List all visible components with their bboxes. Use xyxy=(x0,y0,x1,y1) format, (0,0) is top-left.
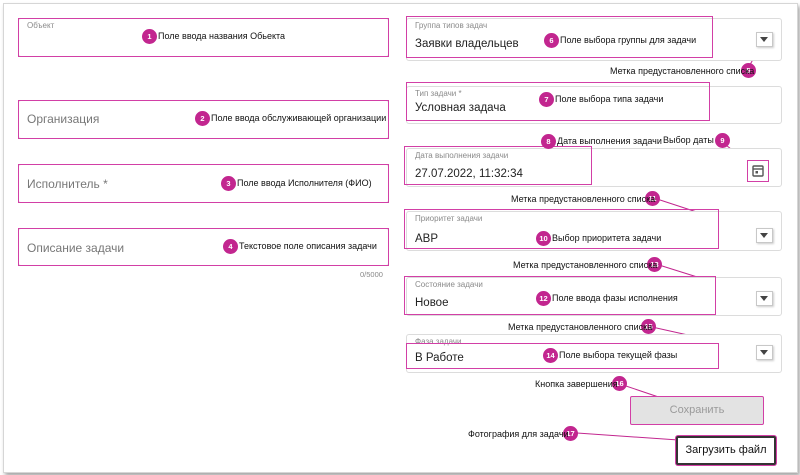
state-select[interactable]: Состояние задачи Новое xyxy=(406,277,782,316)
task-type-highlight xyxy=(406,82,710,121)
annotation-text: Поле выбора текущей фазы xyxy=(559,350,678,360)
annotation-text: Текстовое поле описания задачи xyxy=(239,241,377,251)
annotation-badge: 3 xyxy=(221,176,236,191)
organization-highlight xyxy=(18,100,389,139)
annotation-badge: 15 xyxy=(641,319,656,334)
object-label: Объект xyxy=(27,21,55,30)
due-date-field[interactable]: Дата выполнения задачи 27.07.2022, 11:32… xyxy=(406,148,782,187)
calendar-icon[interactable] xyxy=(747,160,769,182)
annotation-text: Поле выбора типа задачи xyxy=(555,94,664,104)
phase-select[interactable]: Фаза задачи В Работе xyxy=(406,334,782,373)
annotation-text: Метка предустановленного списка xyxy=(513,260,658,270)
phase-value: В Работе xyxy=(415,352,464,364)
executor-placeholder: Исполнитель * xyxy=(27,177,108,191)
task-type-label: Тип задачи * xyxy=(415,89,462,98)
description-placeholder: Описание задачи xyxy=(27,241,125,255)
task-group-select[interactable]: Группа типов задач Заявки владельцев xyxy=(406,18,782,61)
annotation-badge: 11 xyxy=(645,191,660,206)
annotation-text: Поле ввода названия Обьекта xyxy=(158,31,286,41)
task-type-select[interactable]: Тип задачи * Условная задача xyxy=(406,86,782,124)
chevron-down-icon[interactable] xyxy=(756,345,773,360)
task-group-highlight xyxy=(406,16,713,58)
description-highlight xyxy=(18,228,389,266)
chevron-down-icon[interactable] xyxy=(756,32,773,47)
annotation-badge: 13 xyxy=(647,257,662,272)
annotation-badge: 6 xyxy=(544,33,559,48)
object-highlight xyxy=(18,18,389,57)
task-type-value: Условная задача xyxy=(415,102,506,114)
annotation-text: Выбор приоритета задачи xyxy=(552,233,662,243)
due-date-highlight xyxy=(404,146,592,185)
annotation-text: Метка предустановленного списка xyxy=(511,194,656,204)
priority-select[interactable]: Приоритет задачи АВР xyxy=(406,211,782,251)
state-value: Новое xyxy=(415,297,449,309)
annotation-badge: 7 xyxy=(539,92,554,107)
priority-value: АВР xyxy=(415,233,439,245)
annotation-text: Поле ввода обслуживающей организации xyxy=(211,113,387,123)
chevron-down-icon[interactable] xyxy=(756,291,773,306)
priority-label: Приоритет задачи xyxy=(415,214,483,223)
chevron-down-icon[interactable] xyxy=(756,228,773,243)
annotation-badge: 2 xyxy=(195,111,210,126)
annotation-badge: 14 xyxy=(543,348,558,363)
priority-highlight xyxy=(404,209,719,249)
annotation-text: Кнопка завершения xyxy=(535,379,618,389)
annotation-badge: 16 xyxy=(612,376,627,391)
annotation-badge: 1 xyxy=(142,29,157,44)
annotation-text: Поле ввода фазы исполнения xyxy=(552,293,678,303)
annotation-badge: 12 xyxy=(536,291,551,306)
phase-highlight xyxy=(406,343,719,369)
char-counter: 0/5000 xyxy=(360,270,383,279)
annotation-text: Метка предустановленного списка xyxy=(508,322,653,332)
state-label: Состояние задачи xyxy=(415,280,483,289)
task-group-value: Заявки владельцев xyxy=(415,38,519,50)
annotation-text: Поле выбора группы для задачи xyxy=(560,35,697,45)
phase-label: Фаза задачи xyxy=(415,337,462,346)
annotation-badge: 10 xyxy=(536,231,551,246)
annotation-text: Поле ввода Исполнителя (ФИО) xyxy=(237,178,372,188)
annotation-badge: 5 xyxy=(741,63,756,78)
organization-placeholder: Организация xyxy=(27,112,100,126)
upload-file-button[interactable]: Загрузить файл xyxy=(676,436,776,465)
due-date-value: 27.07.2022, 11:32:34 xyxy=(415,168,523,180)
annotation-text: Фотография для задачи xyxy=(468,429,569,439)
save-button[interactable]: Сохранить xyxy=(630,396,764,425)
annotation-badge: 17 xyxy=(563,426,578,441)
executor-highlight xyxy=(18,164,389,203)
annotation-badge: 8 xyxy=(541,134,556,149)
task-group-label: Группа типов задач xyxy=(415,21,488,30)
annotation-badge: 9 xyxy=(715,133,730,148)
annotation-text: Дата выполнения задачи xyxy=(557,136,662,146)
annotation-badge: 4 xyxy=(223,239,238,254)
annotation-text: Метка предустановленного списка xyxy=(610,66,755,76)
due-date-label: Дата выполнения задачи xyxy=(415,151,509,160)
annotation-text: Выбор даты xyxy=(663,135,714,145)
state-highlight xyxy=(404,276,716,315)
